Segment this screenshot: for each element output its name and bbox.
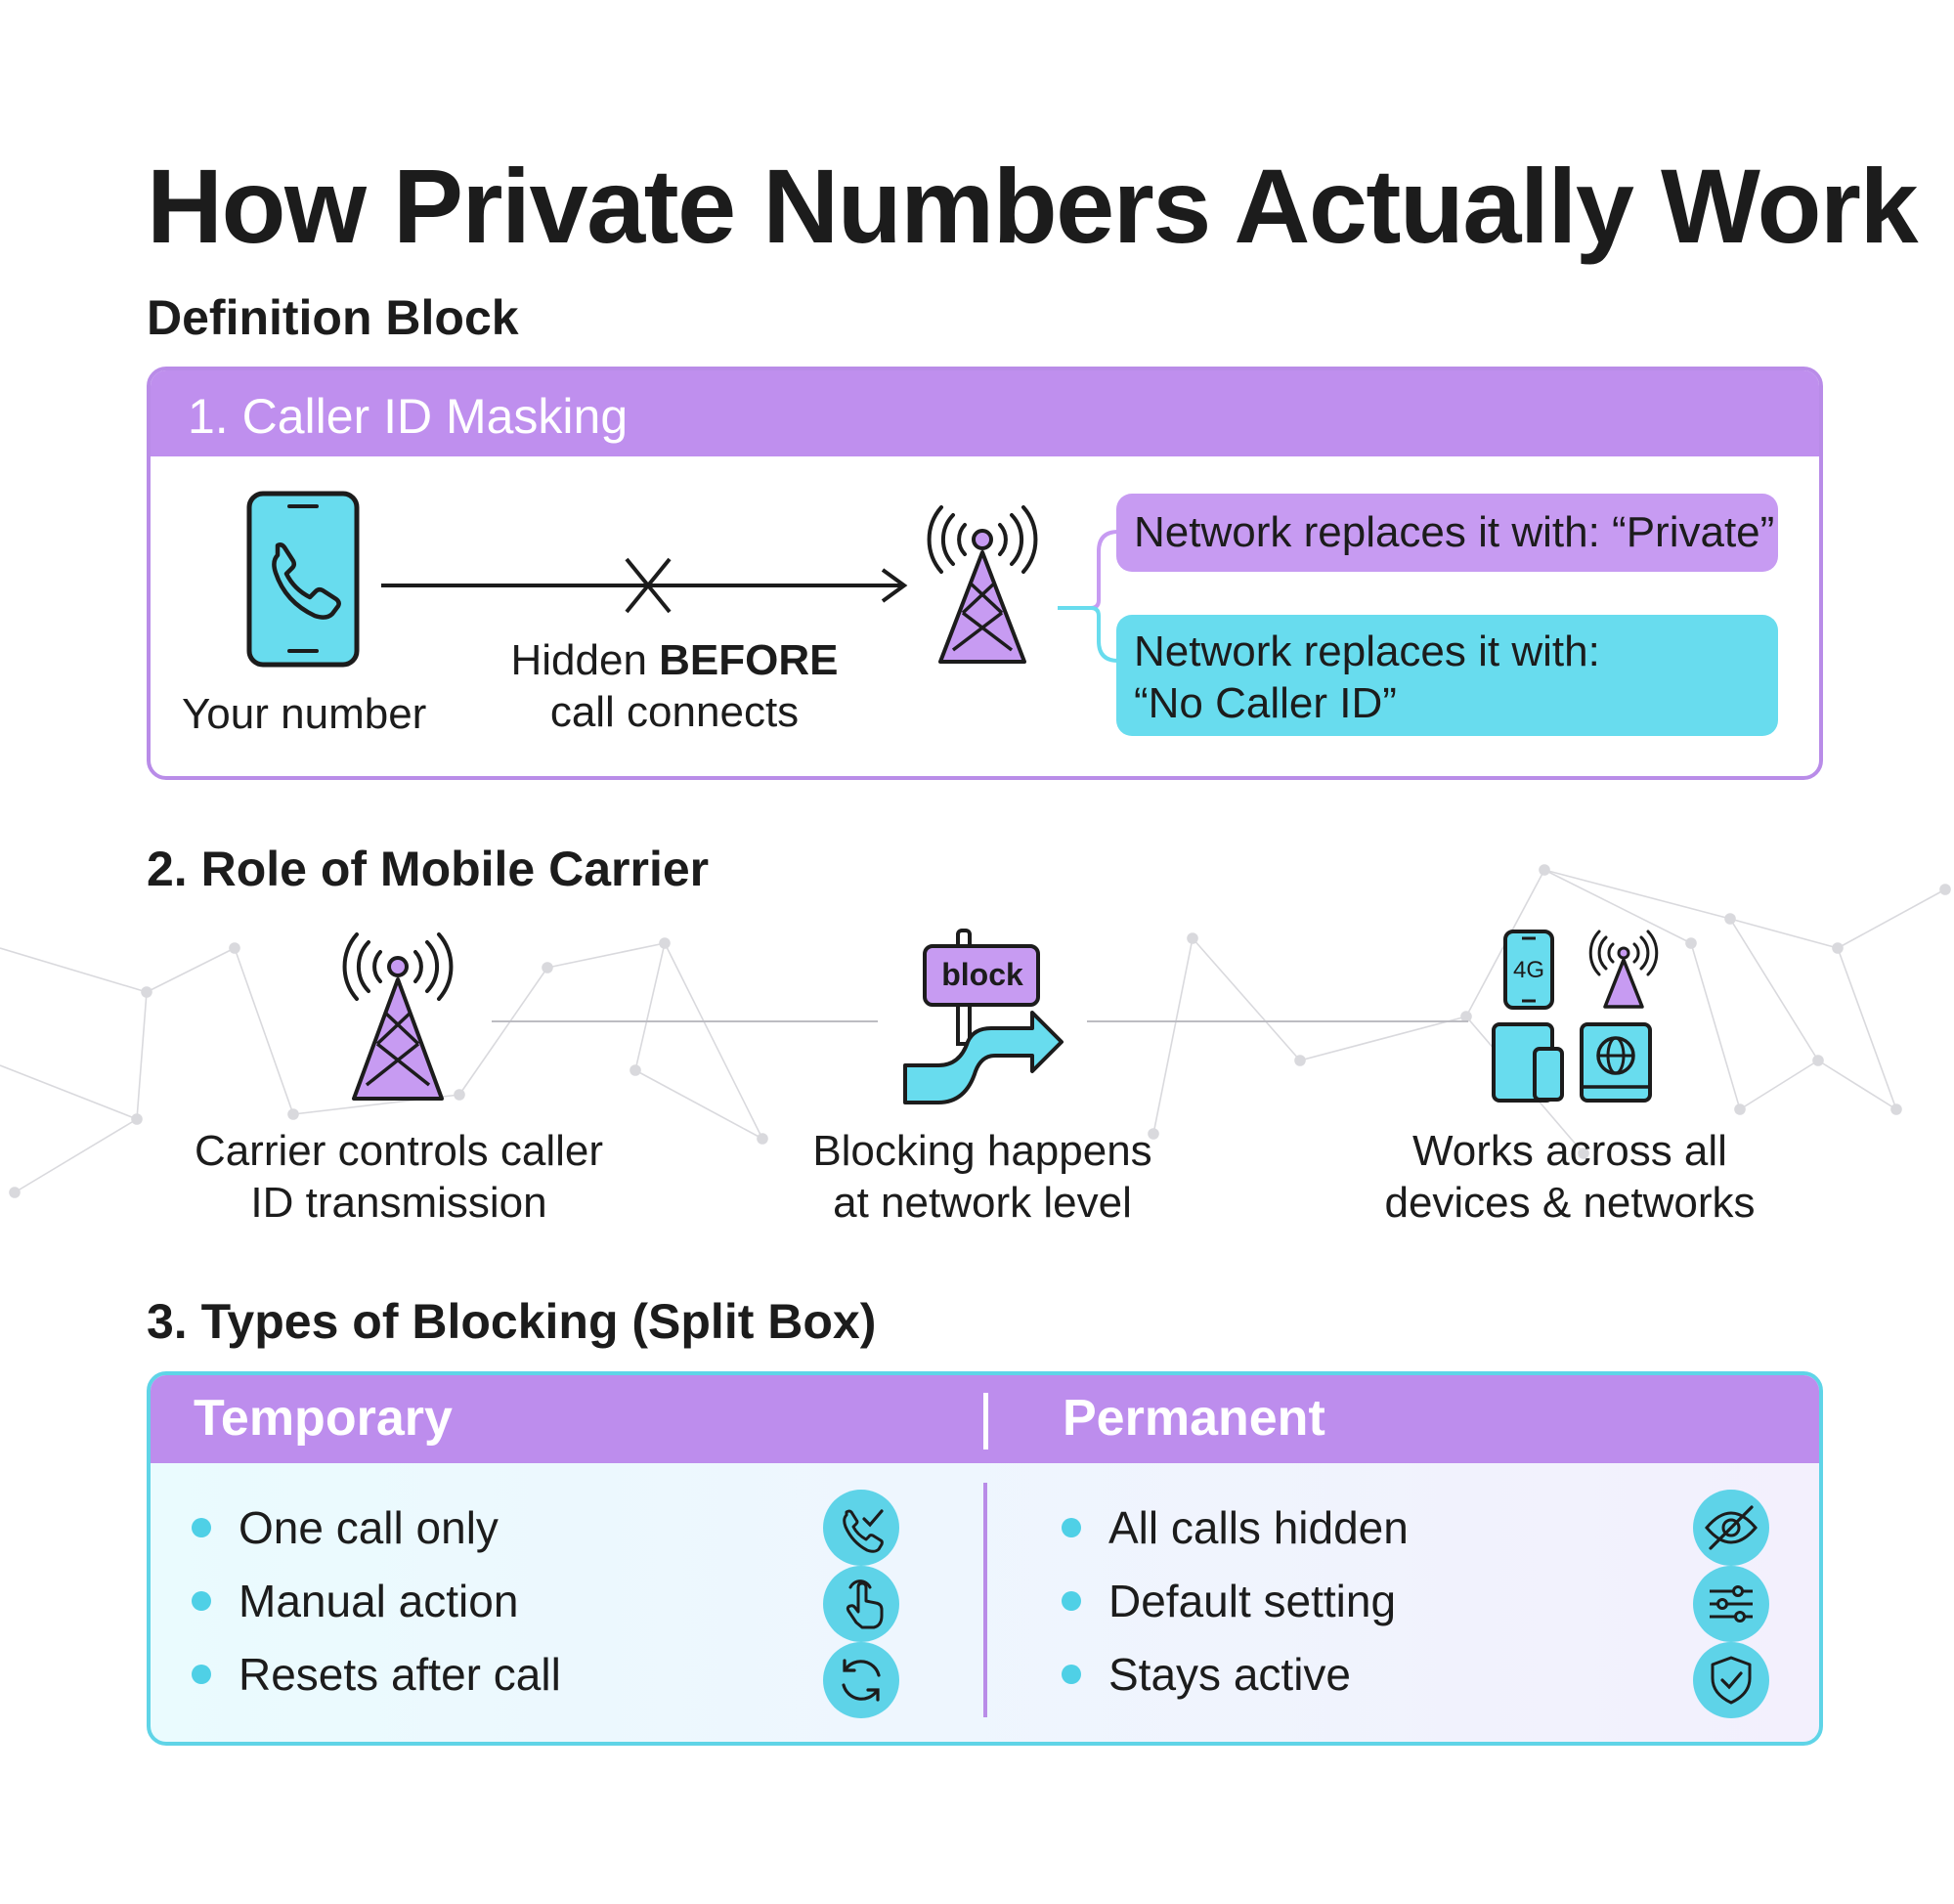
blocking-card-header: Temporary Permanent <box>151 1375 1819 1463</box>
replace-private-bubble: Network replaces it with: “Private” <box>1116 494 1778 572</box>
carrier-label-tower: Carrier controls caller ID transmission <box>145 1126 653 1230</box>
blocking-types-card: Temporary Permanent One call only Manual… <box>147 1371 1823 1746</box>
list-item: Stays active <box>1062 1645 1351 1704</box>
phone-4g-badge: 4G <box>1513 957 1544 983</box>
list-item: Manual action <box>192 1572 518 1630</box>
carrier-label-line1: Works across all <box>1412 1127 1727 1175</box>
bullet-dot <box>192 1591 211 1611</box>
eye-off-icon <box>1693 1490 1769 1566</box>
your-number-label: Your number <box>182 690 427 738</box>
bullet-dot <box>1062 1518 1081 1537</box>
carrier-label-line2: at network level <box>833 1178 1132 1227</box>
refresh-icon <box>823 1642 899 1718</box>
phone-check-icon <box>823 1490 899 1566</box>
list-item: All calls hidden <box>1062 1498 1409 1557</box>
block-sign-text: block <box>941 957 1023 992</box>
shield-check-icon <box>1693 1642 1769 1718</box>
bullet-dot <box>1062 1665 1081 1684</box>
list-item: One call only <box>192 1498 499 1557</box>
bullet-dot <box>1062 1591 1081 1611</box>
hidden-before-suffix: call connects <box>549 687 800 736</box>
smartphone-call-icon <box>246 491 360 668</box>
list-item: Resets after call <box>192 1645 561 1704</box>
column-divider <box>983 1483 987 1717</box>
blocked-transmission-arrow-icon <box>381 557 908 614</box>
split-bracket-icon <box>1058 530 1119 663</box>
network-mesh-background <box>0 864 1951 1198</box>
carrier-label-block: Blocking happens at network level <box>728 1126 1237 1230</box>
replace-nocaller-line1: Network replaces it with: <box>1134 627 1600 675</box>
carrier-label-line1: Blocking happens <box>812 1127 1152 1175</box>
connector-line <box>492 1020 878 1022</box>
cell-tower-icon <box>927 505 1038 664</box>
sliders-icon <box>1693 1566 1769 1642</box>
masking-card-title: 1. Caller ID Masking <box>188 389 629 444</box>
header-divider <box>983 1393 988 1450</box>
carrier-label-devices: Works across all devices & networks <box>1316 1126 1824 1230</box>
hidden-before-label: Hidden BEFORE call connects <box>508 635 841 739</box>
carrier-label-line1: Carrier controls caller <box>194 1127 604 1175</box>
bullet-dot <box>192 1518 211 1537</box>
hidden-before-prefix: Hidden <box>510 636 647 684</box>
tap-hand-icon <box>823 1566 899 1642</box>
replace-no-caller-id-bubble: Network replaces it with: “No Caller ID” <box>1116 615 1778 736</box>
list-item-text: All calls hidden <box>1108 1502 1409 1553</box>
devices-network-icon: 4G <box>1492 930 1659 1103</box>
masking-card-header: 1. Caller ID Masking <box>151 370 1819 456</box>
list-item-text: One call only <box>239 1502 499 1553</box>
block-sign-icon <box>903 929 1064 1104</box>
list-item: Default setting <box>1062 1572 1396 1630</box>
bullet-dot <box>192 1665 211 1684</box>
list-item-text: Resets after call <box>239 1649 561 1700</box>
carrier-label-line2: ID transmission <box>250 1178 547 1227</box>
definition-heading: Definition Block <box>147 290 519 345</box>
replace-nocaller-line2: “No Caller ID” <box>1134 678 1397 727</box>
connector-line <box>1087 1020 1468 1022</box>
temporary-title: Temporary <box>194 1390 453 1447</box>
cell-tower-icon <box>342 932 454 1101</box>
list-item-text: Manual action <box>239 1576 519 1626</box>
carrier-heading: 2. Role of Mobile Carrier <box>147 842 710 896</box>
replace-private-text: Network replaces it with: “Private” <box>1134 507 1775 556</box>
page-title: How Private Numbers Actually Work <box>147 147 1919 265</box>
carrier-label-line2: devices & networks <box>1384 1178 1756 1227</box>
permanent-title: Permanent <box>1063 1390 1325 1447</box>
list-item-text: Default setting <box>1108 1576 1397 1626</box>
list-item-text: Stays active <box>1108 1649 1351 1700</box>
blocking-heading: 3. Types of Blocking (Split Box) <box>147 1294 877 1349</box>
hidden-before-emphasis: BEFORE <box>659 636 839 684</box>
